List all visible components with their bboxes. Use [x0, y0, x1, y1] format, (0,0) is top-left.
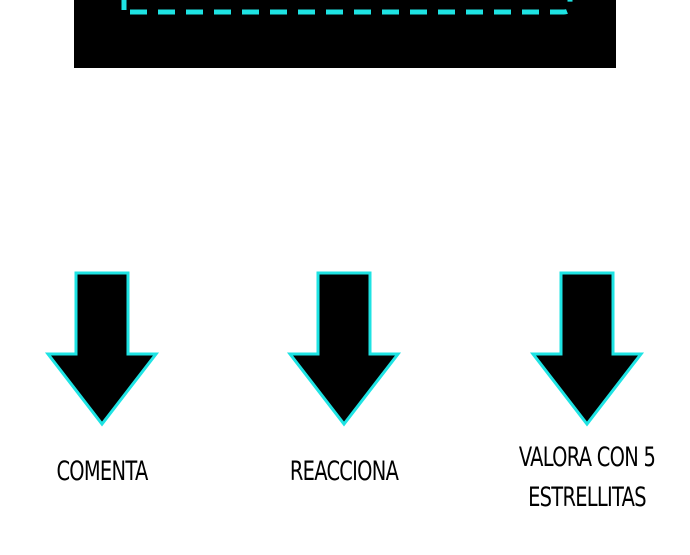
dashed-frame — [121, 0, 573, 15]
arrow-down-icon — [529, 271, 645, 427]
rate-label-line1: VALORA CON 5 — [518, 442, 656, 473]
arrow-down-icon — [44, 271, 160, 427]
arrow-down-icon — [286, 271, 402, 427]
react-label: REACCIONA — [289, 456, 399, 487]
rate-label-line2: ESTRELLITAS — [528, 482, 646, 513]
banner-panel — [74, 0, 616, 68]
comment-label: COMENTA — [56, 456, 148, 487]
